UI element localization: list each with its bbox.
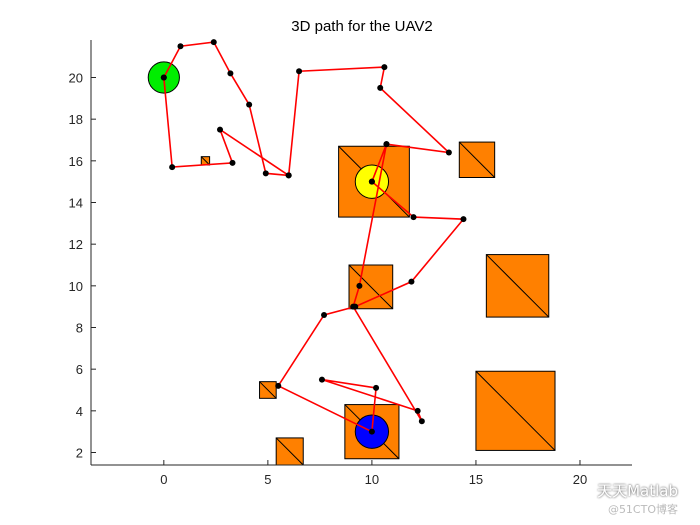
path-b-point-13 [368, 428, 375, 435]
path-b-point-4 [445, 149, 452, 156]
path-a [163, 41, 290, 177]
path-a-point-1 [177, 43, 184, 50]
path-b-point-16 [414, 407, 421, 414]
path-a-point-9 [169, 164, 176, 171]
x-tick-label-0: 0 [160, 472, 167, 487]
obstacle-diagonal-5 [475, 370, 556, 451]
y-tick-label-4: 4 [76, 404, 83, 419]
watermark-line1: 天天Matlab [597, 482, 678, 500]
path-a-point-10 [160, 74, 167, 81]
path-b-point-8 [460, 216, 467, 223]
path-b-point-9 [408, 278, 415, 285]
y-tick-label-8: 8 [76, 321, 83, 336]
path-b-point-11 [321, 312, 328, 318]
obstacle-diagonal-2 [200, 156, 210, 166]
obstacle-diagonal-8 [275, 437, 304, 466]
y-tick-label-14: 14 [69, 196, 83, 211]
path-a-point-8 [229, 159, 236, 166]
path-b-point-15 [318, 376, 325, 383]
obstacle-diagonal-3 [348, 264, 394, 310]
axes: 0 5 10 15 20 2 4 6 8 10 12 14 16 18 20 [69, 40, 632, 487]
path-a-point-2 [210, 39, 217, 46]
y-tick-label-2: 2 [76, 446, 83, 461]
path-b-point-14 [373, 384, 380, 391]
path-b-point-3 [377, 84, 384, 91]
path-b-point-17 [418, 418, 425, 425]
chart-title: 3D path for the UAV2 [291, 18, 432, 35]
watermark: 天天Matlab @51CTO博客 [597, 480, 678, 517]
path-b-point-1 [296, 68, 303, 75]
path-a-point-5 [262, 170, 269, 177]
y-tick-label-12: 12 [69, 237, 83, 252]
x-tick-label-10: 10 [365, 472, 379, 487]
path-a-point-3 [227, 70, 234, 77]
path-b-point-19 [356, 282, 363, 289]
path-b [277, 66, 466, 433]
x-tick-label-20: 20 [573, 472, 587, 487]
watermark-line2: @51CTO博客 [607, 503, 678, 516]
path-b-point-0 [285, 172, 292, 179]
obstacle-diagonal-4 [485, 254, 550, 318]
obstacle-diagonal-1 [458, 141, 496, 178]
path-b-point-12 [275, 382, 282, 389]
path-a-point-7 [217, 126, 224, 133]
y-tick-label-10: 10 [69, 279, 83, 294]
x-tick-label-5: 5 [264, 472, 271, 487]
y-tick-label-18: 18 [69, 112, 83, 127]
y-tick-label-16: 16 [69, 154, 83, 169]
path-b-point-7 [410, 214, 417, 221]
path-b-point-18 [350, 303, 357, 310]
path-a-point-4 [246, 101, 253, 108]
x-tick-label-15: 15 [469, 472, 483, 487]
obstacle-diagonal-6 [259, 381, 277, 399]
plot-area [147, 39, 556, 466]
path-b-point-21 [368, 178, 375, 185]
path-b-point-2 [381, 64, 388, 71]
y-tick-label-20: 20 [69, 71, 83, 86]
y-tick-label-6: 6 [76, 362, 83, 377]
path-b-point-20 [383, 141, 390, 148]
